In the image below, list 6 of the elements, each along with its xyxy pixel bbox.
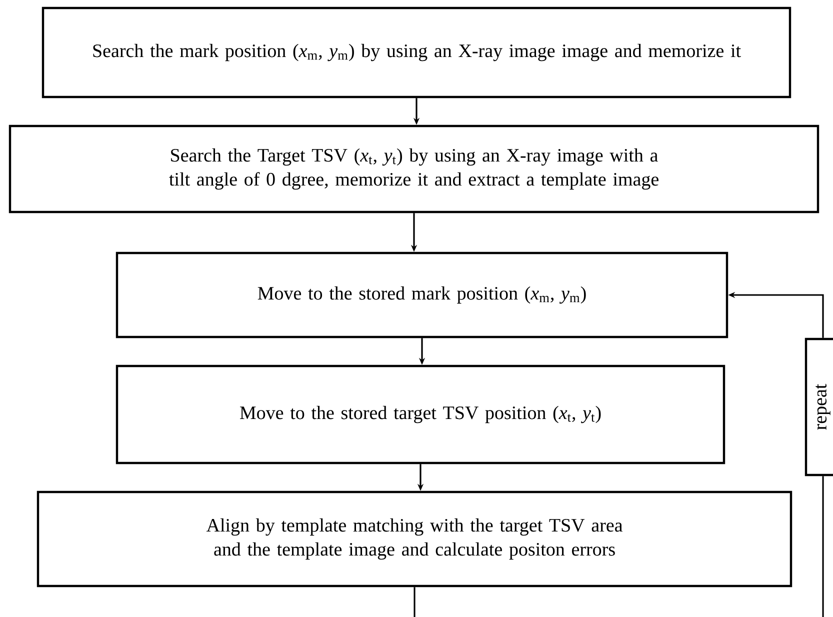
- process-box: Move to the stored mark position (x$_{m}$, y$_{m}$): [116, 252, 728, 338]
- process-box: Move to the stored target TSV position (x$_{t}$, y$_{t}$): [116, 364, 726, 464]
- process-box: Align by template matching with the target TSV area and the template image and calculate positon errors: [36, 490, 792, 588]
- process-box: Search the Target TSV (x$_{t}$, y$_{t}$) by using an X-ray image with a tilt angle of 0 dgree, memorize it and extract a template image: [8, 124, 820, 214]
- process-box: Search the mark position (x$_{m}$, y$_{m}$) by using an X-ray image image and memorize it: [42, 6, 792, 98]
- repeat-label-box: repeat: [804, 338, 833, 476]
